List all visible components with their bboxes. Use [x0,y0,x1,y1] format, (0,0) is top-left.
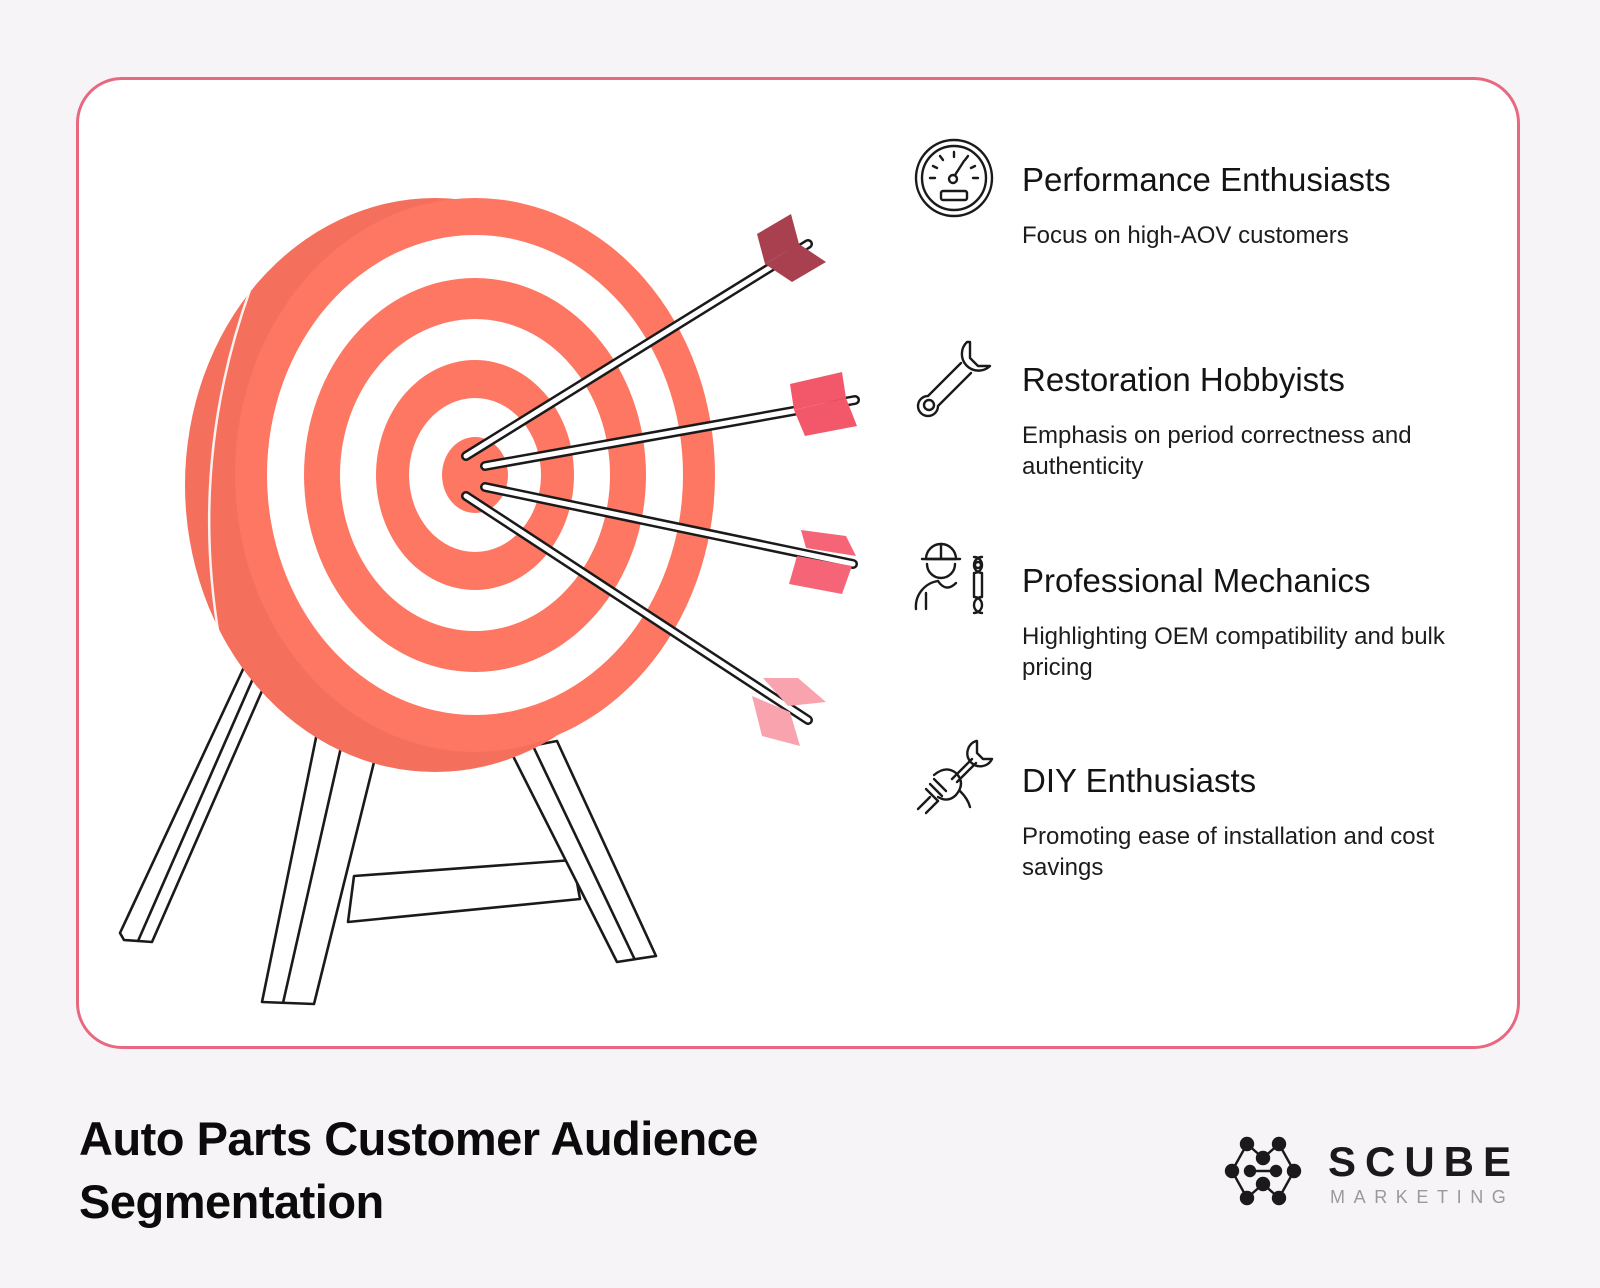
scube-logo-icon [1224,1136,1302,1206]
segment-diy-enthusiasts: DIY Enthusiasts Promoting ease of instal… [912,737,1512,881]
segment-professional-mechanics: Professional Mechanics Highlighting OEM … [912,537,1512,681]
segment-title: Restoration Hobbyists [1022,361,1345,398]
segment-restoration-hobbyists: Restoration Hobbyists Emphasis on period… [912,336,1512,480]
segment-description: Emphasis on period correctness and authe… [1022,422,1412,480]
page-title: Auto Parts Customer Audience Segmentatio… [79,1112,758,1228]
wrench-icon [916,340,992,418]
arrow-4 [461,491,826,746]
hand-wrench-icon [916,739,994,815]
arrow-2 [480,372,860,471]
segment-title: Professional Mechanics [1022,562,1371,599]
mechanic-icon [914,542,984,615]
arrow-1 [461,214,826,461]
segment-description: Focus on high-AOV customers [1022,222,1349,249]
brand-name: SCUBE [1328,1138,1521,1185]
speedometer-icon [914,138,994,218]
target-board [185,198,715,772]
brand-tagline: MARKETING [1330,1187,1515,1207]
segment-performance-enthusiasts: Performance Enthusiasts Focus on high-AO… [912,136,1512,256]
segment-title: DIY Enthusiasts [1022,762,1257,799]
arrow-3 [480,482,858,594]
segment-description: Highlighting OEM compatibility and bulk … [1022,623,1445,681]
brand-logo: SCUBE MARKETING [1222,1130,1522,1212]
segment-description: Promoting ease of installation and cost … [1022,823,1435,881]
segment-title: Performance Enthusiasts [1022,161,1391,198]
